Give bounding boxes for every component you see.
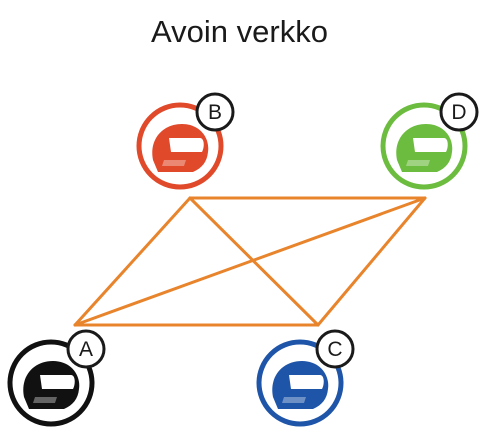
helmet-icon: [23, 361, 80, 409]
node-badge: [66, 329, 106, 369]
diagram-title: Avoin verkko: [151, 14, 328, 49]
node-b: B: [136, 92, 235, 190]
node-badge: [439, 92, 479, 132]
node-label: A: [79, 338, 93, 361]
links-layer: [73, 196, 427, 327]
node-badge: [315, 329, 355, 369]
node-c: C: [256, 329, 355, 427]
node-a: A: [7, 329, 106, 427]
link-b-c: [188, 196, 320, 327]
node-label: B: [208, 101, 222, 124]
helmet-icon: [272, 361, 329, 409]
node-d: D: [380, 92, 479, 190]
link-a-d: [73, 196, 427, 327]
nodes-layer: A B C D: [7, 92, 479, 427]
node-badge: [195, 92, 235, 132]
helmet-icon: [152, 124, 209, 172]
node-label: C: [327, 338, 342, 361]
link-d-c: [316, 196, 427, 327]
helmet-icon: [396, 124, 453, 172]
link-a-b: [73, 196, 192, 327]
node-label: D: [451, 101, 466, 124]
